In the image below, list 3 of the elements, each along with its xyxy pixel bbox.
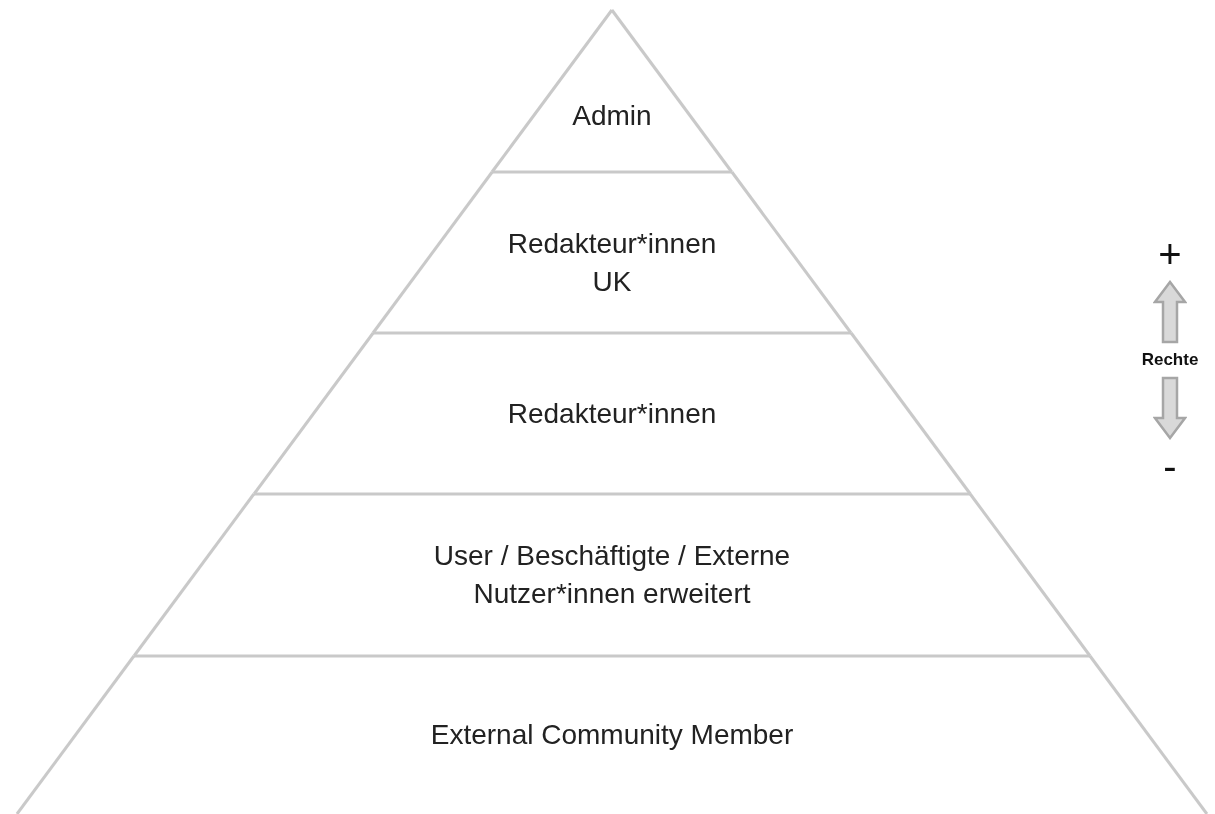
axis-label: Rechte	[1141, 349, 1199, 371]
sign-label: -	[1163, 444, 1177, 488]
sign-label: +	[1158, 232, 1182, 276]
